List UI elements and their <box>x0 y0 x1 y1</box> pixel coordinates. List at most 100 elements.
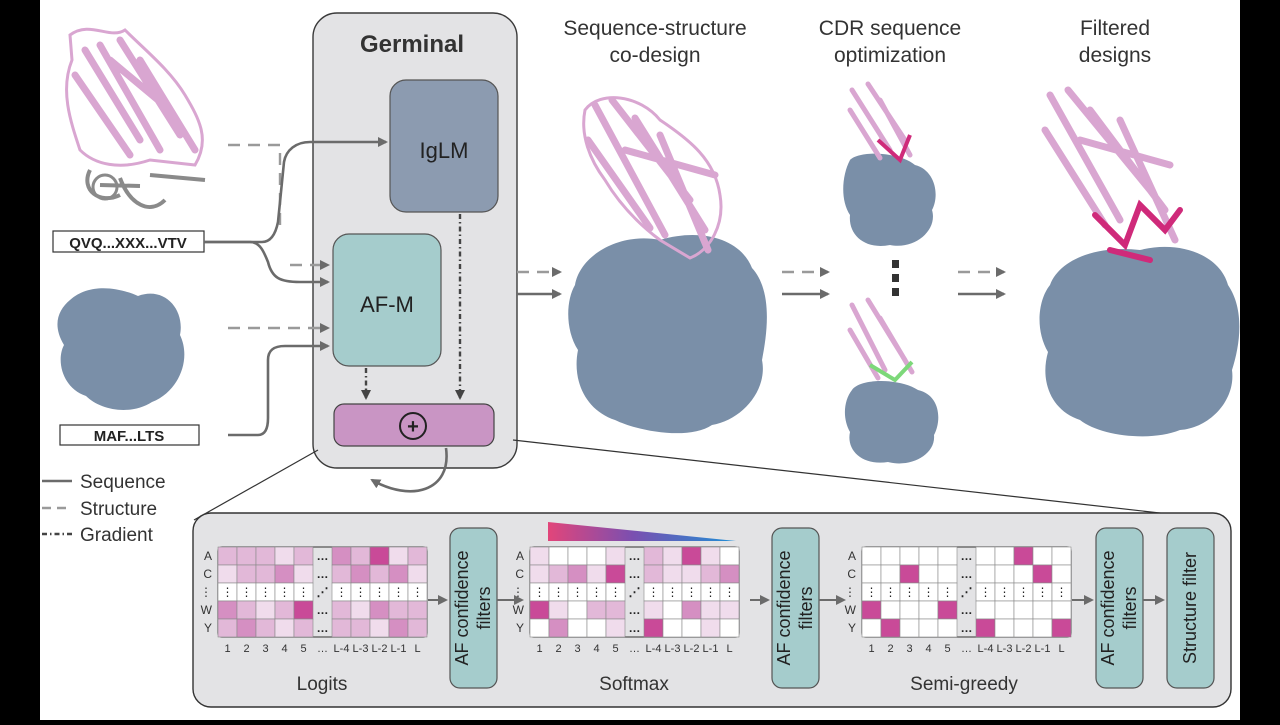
iglm-box <box>389 79 499 213</box>
afm-box <box>332 233 442 367</box>
seq-to-iglm-arrow <box>204 137 388 244</box>
semigreedy-cell <box>1013 546 1034 566</box>
semigreedy-cell <box>994 564 1015 584</box>
logits-cell <box>350 618 371 638</box>
semigreedy-row-label: C <box>847 567 856 581</box>
softmax-vdots-cell: ⋮ <box>572 585 584 599</box>
semigreedy-vdots-cell: ⋮ <box>866 585 878 599</box>
af-filter-1-line1: AF confidence <box>452 550 472 665</box>
logits-cell <box>217 618 238 638</box>
logits-cell <box>255 600 276 620</box>
semigreedy-cell <box>1051 546 1072 566</box>
af-filter-2: AF confidence filters <box>771 527 820 689</box>
softmax-col-label: 4 <box>593 643 599 655</box>
softmax-cell <box>586 618 607 638</box>
zoom-line-right <box>512 439 1223 521</box>
target-seq-to-afm-arrow <box>228 341 330 437</box>
logits-ellipsis-cell: … <box>317 567 329 581</box>
logits-ellipsis-cell: ⋰ <box>317 585 329 599</box>
semigreedy-cell <box>1013 618 1034 638</box>
logits-vdots-cell: ⋮ <box>336 585 348 599</box>
softmax-cell <box>567 546 588 566</box>
logits-col-label: L <box>414 643 420 655</box>
softmax-cell <box>643 564 664 584</box>
semigreedy-col-label: L <box>1058 643 1064 655</box>
softmax-cell <box>719 564 740 584</box>
logits-label: Logits <box>297 674 348 695</box>
filtered-title-1: Filtered <box>1080 17 1150 40</box>
cdr-title-1: CDR sequence <box>819 17 961 40</box>
semigreedy-cell <box>880 564 901 584</box>
semigreedy-cell <box>861 546 882 566</box>
semigreedy-vdots-cell: ⋮ <box>1037 585 1049 599</box>
softmax-col-label: 1 <box>536 643 542 655</box>
logits-cell <box>274 564 295 584</box>
semigreedy-cell <box>937 618 958 638</box>
semigreedy-cell <box>880 600 901 620</box>
semigreedy-cell <box>994 618 1015 638</box>
semigreedy-cell <box>899 618 920 638</box>
softmax-cell <box>529 600 550 620</box>
logits-ellipsis-cell: … <box>317 549 329 563</box>
logits-cell <box>331 618 352 638</box>
softmax-vdots-cell: ⋮ <box>705 585 717 599</box>
softmax-cell <box>643 600 664 620</box>
softmax-cell <box>548 618 569 638</box>
logits-cell <box>255 546 276 566</box>
softmax-col-label: L-3 <box>665 643 681 655</box>
logits-col-label: L-3 <box>353 643 369 655</box>
semigreedy-cell <box>899 600 920 620</box>
logits-cell <box>255 618 276 638</box>
logits-cell <box>331 546 352 566</box>
softmax-cell <box>605 618 626 638</box>
codesign-title-2: co-design <box>609 44 700 67</box>
softmax-cell <box>586 546 607 566</box>
iglm-label: IgLM <box>420 138 469 163</box>
softmax-row-label: W <box>513 603 525 617</box>
softmax-row-label: Y <box>516 621 524 635</box>
softmax-label: Softmax <box>599 674 669 695</box>
softmax-col-label: L-2 <box>684 643 700 655</box>
af-filter-3-line1: AF confidence <box>1098 550 1118 665</box>
softmax-cell <box>567 600 588 620</box>
legend-gradient-label: Gradient <box>80 525 154 546</box>
semigreedy-cell <box>861 600 882 620</box>
semigreedy-row-label: W <box>845 603 857 617</box>
logits-cell <box>293 546 314 566</box>
logits-cell <box>293 618 314 638</box>
softmax-cell <box>643 618 664 638</box>
semigreedy-col-label: 5 <box>944 643 950 655</box>
semigreedy-col-label: … <box>961 643 972 655</box>
logits-cell <box>217 546 238 566</box>
antibody-sequence: QVQ...XXX...VTV <box>69 235 187 252</box>
softmax-cell <box>662 546 683 566</box>
softmax-cell <box>529 564 550 584</box>
softmax-cell <box>548 546 569 566</box>
softmax-col-label: L <box>726 643 732 655</box>
logits-row-label: Y <box>204 621 212 635</box>
logits-cell <box>369 618 390 638</box>
logits-vdots-cell: ⋮ <box>279 585 291 599</box>
logits-cell <box>255 564 276 584</box>
softmax-cell <box>605 600 626 620</box>
filtered-title-2: designs <box>1079 44 1151 67</box>
logits-col-label: 5 <box>300 643 306 655</box>
logits-cell <box>217 600 238 620</box>
semigreedy-cell <box>1051 600 1072 620</box>
semigreedy-cell <box>1032 618 1053 638</box>
semigreedy-cell <box>880 546 901 566</box>
semigreedy-ellipsis-cell: ⋰ <box>961 585 973 599</box>
logits-cell <box>388 618 409 638</box>
softmax-vdots-cell: ⋮ <box>610 585 622 599</box>
cdr-variants-ellipsis <box>892 260 899 296</box>
af-filter-1-line2: filters <box>474 586 494 629</box>
logits-row-label: W <box>201 603 213 617</box>
softmax-col-label: … <box>629 643 640 655</box>
combine-icon <box>399 412 427 440</box>
logits-cell <box>350 564 371 584</box>
logits-cell <box>236 564 257 584</box>
logits-cell <box>274 546 295 566</box>
legend-sequence-label: Sequence <box>80 472 166 493</box>
softmax-col-label: 2 <box>555 643 561 655</box>
